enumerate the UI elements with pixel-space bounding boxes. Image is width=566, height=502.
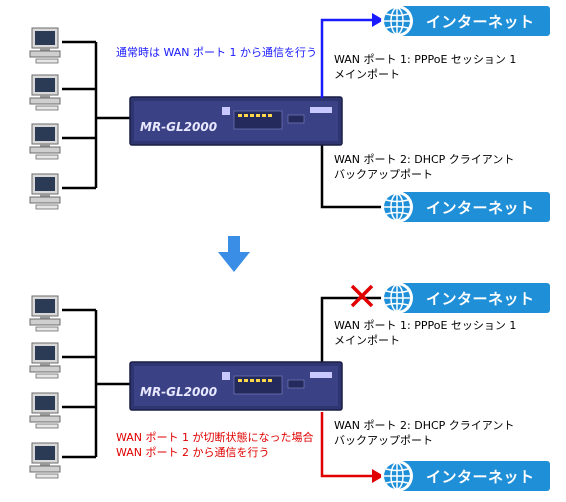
failover-note-line: WAN ポート 2 から通信を行う [116,446,270,459]
globe-icon [381,191,413,223]
globe-icon [381,282,413,314]
arrow-head-red [372,469,384,483]
globe-icon [381,5,413,37]
internet-label: インターネット [426,198,535,217]
arrow-head-blue [372,13,384,27]
wan1-label: WAN ポート 1: PPPoE セッション 1 メインポート [334,52,516,82]
globe-icon [381,460,413,492]
wan1-role-label: メインポート [334,68,400,81]
pc-icon [29,173,61,210]
failover-note-line: WAN ポート 1 が切断状態になった場合 [116,431,314,444]
lan-lines [62,40,384,209]
wan2-label: WAN ポート 2: DHCP クライアント バックアップポート [334,418,514,448]
internet-node: インターネット [380,4,550,38]
transition-arrow-icon [218,236,250,272]
top-section [29,13,384,210]
wan2-port-label: WAN ポート 2: DHCP クライアント [334,419,515,432]
internet-node: インターネット [380,281,550,315]
pc-icon [29,295,61,332]
internet-node: インターネット [380,190,550,224]
wan2-label: WAN ポート 2: DHCP クライアント バックアップポート [334,152,514,182]
wan1-port-label: WAN ポート 1: PPPoE セッション 1 [334,53,517,66]
wan2-role-label: バックアップポート [334,168,433,181]
internet-node: インターネット [380,459,550,493]
failover-note: WAN ポート 1 が切断状態になった場合 WAN ポート 2 から通信を行う [116,430,314,460]
pc-icon [29,442,61,479]
bottom-section [29,284,384,483]
wan2-role-label: バックアップポート [334,434,433,447]
wan2-port-label: WAN ポート 2: DHCP クライアント [334,153,515,166]
router-device [129,96,343,146]
internet-label: インターネット [426,467,535,486]
pc-icon [29,123,61,160]
pc-icon [29,27,61,64]
normal-operation-note: 通常時は WAN ポート 1 から通信を行う [116,46,318,59]
wan1-port-label: WAN ポート 1: PPPoE セッション 1 [334,319,517,332]
internet-label: インターネット [426,289,535,308]
disconnect-x-icon [350,284,374,308]
pc-icon [29,342,61,379]
active-path-red [320,412,374,478]
wan1-role-label: メインポート [334,334,400,347]
wan1-label: WAN ポート 1: PPPoE セッション 1 メインポート [334,318,516,348]
active-path-blue [320,18,374,98]
internet-label: インターネット [426,12,535,31]
router-device [129,361,343,411]
pc-icon [29,392,61,429]
pc-icon [29,74,61,111]
